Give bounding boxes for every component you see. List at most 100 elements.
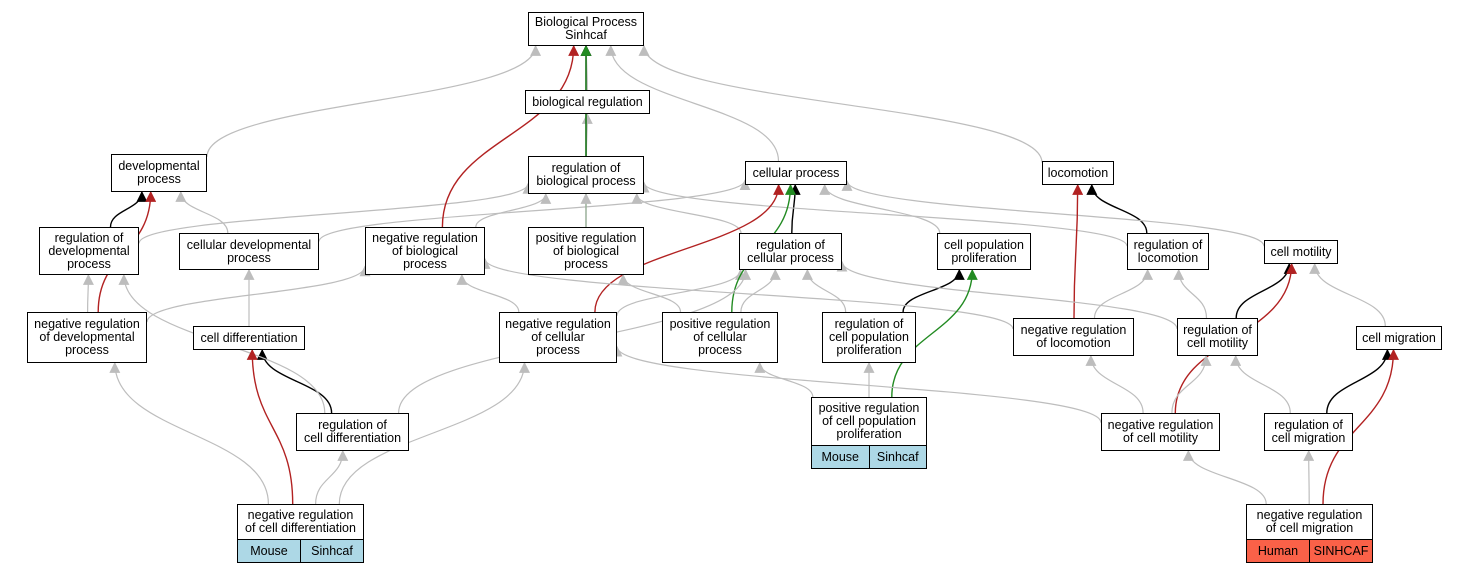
edge-is-a-neg_reg_motility-to-reg_motility: [1171, 354, 1212, 414]
edge-is-a-cell_pop-to-cell_proc: [819, 183, 941, 234]
edge-is-a-neg_reg_cell_diff-to-reg_cell_diff: [315, 449, 349, 505]
edge-negatively-regulates-neg_reg_migration-to-cell_migration: [1322, 348, 1399, 505]
go-term-node-neg-reg-dev[interactable]: negative regulation of developmental pro…: [27, 312, 147, 363]
go-term-node-neg-reg-cell-diff[interactable]: negative regulation of cell differentiat…: [237, 504, 364, 563]
go-term-label: cell motility: [1270, 244, 1332, 259]
go-term-node-neg-reg-loco[interactable]: negative regulation of locomotion: [1013, 318, 1134, 356]
edge-negatively-regulates-neg_reg_cell-to-cell_proc: [594, 183, 785, 313]
edge-is-a-neg_reg_dev-to-reg_dev: [82, 273, 94, 313]
go-term-node-neg-reg-motility[interactable]: negative regulation of cell motility: [1101, 413, 1220, 451]
go-term-label: regulation of cell migration: [1271, 418, 1346, 445]
go-term-node-pos-reg-cell-pop[interactable]: positive regulation of cell population p…: [811, 397, 927, 469]
go-term-label: Biological Process Sinhcaf: [534, 15, 638, 42]
edge-part-of-reg_migration-to-cell_migration: [1326, 348, 1393, 414]
go-term-node-reg-cell-pop[interactable]: regulation of cell population proliferat…: [822, 312, 916, 363]
go-term-node-reg-migration[interactable]: regulation of cell migration: [1264, 413, 1353, 451]
go-term-label: cell differentiation: [200, 330, 298, 345]
go-term-label: negative regulation of cell differentiat…: [245, 508, 356, 535]
edge-is-a-neg_reg_migration-to-reg_migration: [1303, 449, 1315, 505]
annotation-species: Human: [1257, 544, 1299, 558]
edge-is-a-reg_migration-to-reg_motility: [1230, 354, 1291, 414]
edge-is-a-neg_reg_loco-to-neg_reg_bio: [479, 257, 1014, 330]
go-term-node-reg-cell[interactable]: regulation of cellular process: [739, 233, 842, 270]
edge-is-a-pos_reg_cell-to-reg_cell: [740, 268, 781, 313]
go-term-node-root[interactable]: Biological Process Sinhcaf: [528, 12, 644, 46]
edge-part-of-reg_cell_diff-to-cell_diff: [256, 348, 333, 414]
go-term-label: developmental process: [118, 159, 200, 186]
edge-is-a-dev_proc-to-root: [206, 44, 542, 157]
go-term-node-reg-bio[interactable]: regulation of biological process: [528, 156, 644, 194]
go-term-node-bio-reg[interactable]: biological regulation: [525, 90, 650, 114]
go-term-label: cell population proliferation: [944, 237, 1024, 265]
go-term-label: negative regulation of developmental pro…: [34, 317, 140, 357]
go-term-node-cell-pop[interactable]: cell population proliferation: [937, 233, 1031, 270]
edge-is-a-reg_motility-to-reg_loco: [1173, 268, 1208, 319]
go-term-label: negative regulation of biological proces…: [372, 230, 478, 271]
edge-is-a-neg_reg_bio-to-reg_bio: [475, 192, 552, 228]
go-term-label: negative regulation of cell migration: [1256, 508, 1363, 535]
go-term-label: regulation of cellular process: [747, 237, 834, 265]
edge-is-a-reg_cell_pop-to-reg_cell: [801, 268, 847, 313]
edge-part-of-reg_cell_pop-to-cell_pop: [902, 268, 965, 313]
go-term-node-neg-reg-cell[interactable]: negative regulation of cellular process: [499, 312, 617, 363]
edge-is-a-neg_reg_dev-to-neg_reg_bio: [146, 265, 371, 323]
edge-negatively-regulates-neg_reg_cell_diff-to-cell_diff: [246, 348, 294, 505]
go-term-label: locomotion: [1047, 165, 1109, 180]
go-term-label: positive regulation of cellular process: [669, 317, 771, 357]
go-term-label: positive regulation of cell population p…: [818, 401, 920, 441]
go-term-node-cell-diff[interactable]: cell differentiation: [193, 326, 305, 350]
annotation-gene: Sinhcaf: [868, 446, 927, 468]
edge-part-of-reg_motility-to-cell_motility: [1235, 262, 1295, 319]
edge-is-a-neg_reg_motility-to-neg_reg_loco: [1085, 354, 1144, 414]
edge-part-of-reg_dev-to-dev_proc: [109, 190, 148, 228]
annotation-row: Mouse Sinhcaf: [812, 445, 926, 468]
annotation-species: Mouse: [821, 450, 860, 464]
go-term-node-cell-dev[interactable]: cellular developmental process: [179, 233, 319, 270]
edge-is-a-cell_dev-to-dev_proc: [175, 190, 229, 234]
go-term-node-dev-proc[interactable]: developmental process: [111, 154, 207, 192]
go-term-label: negative regulation of cell motility: [1107, 418, 1214, 445]
go-term-node-cell-motility[interactable]: cell motility: [1264, 240, 1338, 264]
go-term-node-cell-proc[interactable]: cellular process: [745, 161, 847, 185]
edge-is-a-cell_motility-to-cell_proc: [841, 179, 1265, 247]
edge-positively-regulates-pos_reg_cell_pop-to-cell_pop: [891, 268, 978, 398]
annotation-gene: Sinhcaf: [300, 540, 363, 562]
go-term-label: cellular developmental process: [186, 237, 312, 265]
go-term-node-pos-reg-bio[interactable]: positive regulation of biological proces…: [528, 227, 644, 275]
annotation-species: Mouse: [250, 544, 288, 558]
edge-is-a-reg_cell-to-reg_bio: [631, 192, 742, 234]
edge-is-a-locomotion-to-root: [638, 44, 1043, 163]
go-term-node-cell-migration[interactable]: cell migration: [1356, 326, 1442, 350]
edge-is-a-neg_reg_cell_diff-to-neg_reg_cell: [338, 361, 530, 505]
go-term-label: negative regulation of cellular process: [505, 317, 611, 357]
go-term-label: negative regulation of locomotion: [1020, 323, 1127, 350]
edge-is-a-reg_motility-to-reg_cell: [836, 260, 1178, 330]
go-term-node-neg-reg-bio[interactable]: negative regulation of biological proces…: [365, 227, 485, 275]
go-term-label: regulation of locomotion: [1133, 237, 1203, 265]
edge-is-a-cell_dev-to-cell_proc: [318, 179, 751, 242]
go-term-label: regulation of cell motility: [1183, 323, 1252, 350]
edge-is-a-neg_reg_migration-to-neg_reg_motility: [1182, 449, 1267, 505]
edge-is-a-cell_migration-to-cell_motility: [1309, 262, 1386, 327]
edge-is-a-neg_reg_cell-to-reg_cell: [616, 268, 746, 316]
go-term-label: cell migration: [1362, 330, 1436, 345]
go-term-label: positive regulation of biological proces…: [535, 230, 637, 271]
go-term-label: regulation of cell differentiation: [303, 418, 402, 445]
edge-is-a-neg_reg_cell-to-neg_reg_bio: [456, 273, 520, 313]
go-term-node-locomotion[interactable]: locomotion: [1042, 161, 1114, 185]
annotation-row: Mouse Sinhcaf: [238, 539, 363, 562]
go-term-node-reg-loco[interactable]: regulation of locomotion: [1127, 233, 1209, 270]
edge-is-a-pos_reg_cell_pop-to-pos_reg_cell: [754, 361, 814, 398]
go-term-label: regulation of biological process: [536, 161, 636, 188]
edge-is-a-neg_reg_cell_diff-to-neg_reg_dev: [109, 361, 269, 505]
edge-is-a-reg_dev-to-reg_bio: [138, 182, 534, 244]
go-term-node-pos-reg-cell[interactable]: positive regulation of cellular process: [662, 312, 778, 363]
go-term-node-reg-cell-diff[interactable]: regulation of cell differentiation: [296, 413, 409, 451]
go-term-node-reg-motility[interactable]: regulation of cell motility: [1177, 318, 1258, 356]
go-term-label: regulation of cell population proliferat…: [829, 317, 909, 357]
go-term-node-reg-dev[interactable]: regulation of developmental process: [39, 227, 139, 275]
